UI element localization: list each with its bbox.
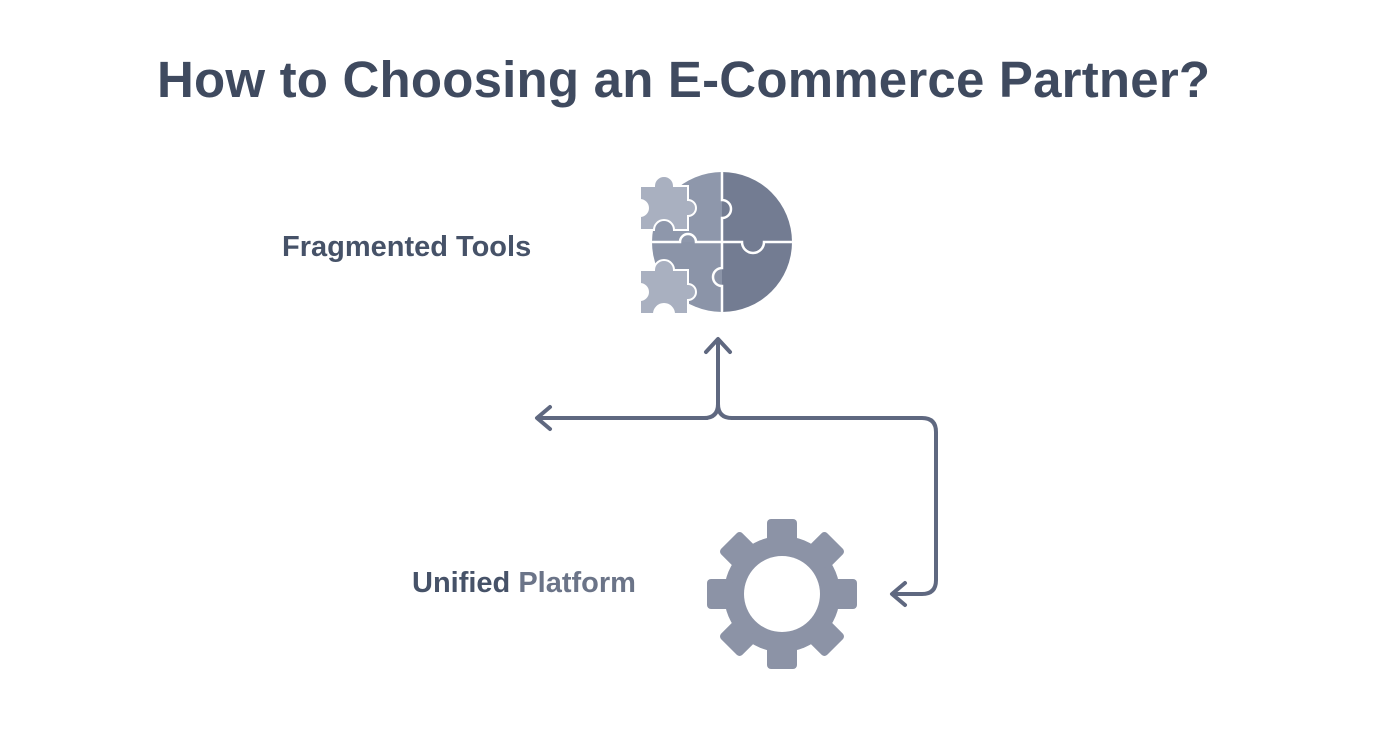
puzzle-loose-piece-bottom bbox=[639, 259, 697, 315]
arrow-left-head bbox=[535, 405, 552, 431]
unified-platform-label: Unified Platform bbox=[412, 567, 636, 600]
junction-left-curve bbox=[702, 402, 720, 420]
arrow-right-down-line bbox=[730, 416, 938, 596]
fragmented-tools-label: Fragmented Tools bbox=[282, 231, 532, 263]
gear-hole bbox=[744, 556, 820, 632]
arrow-to-gear-head bbox=[890, 581, 907, 607]
unified-word: Unified bbox=[412, 567, 511, 599]
puzzle-icon bbox=[639, 172, 792, 315]
junction-right-curve bbox=[716, 402, 734, 420]
page-title: How to Choosing an E-Commerce Partner? bbox=[157, 51, 1211, 108]
puzzle-loose-piece-top bbox=[639, 175, 697, 231]
arrow-up-head bbox=[704, 337, 732, 354]
gear-icon bbox=[707, 519, 857, 669]
puzzle-piece-top-right bbox=[722, 172, 792, 242]
platform-word: Platform bbox=[518, 567, 636, 599]
connector-arrows bbox=[535, 337, 938, 607]
